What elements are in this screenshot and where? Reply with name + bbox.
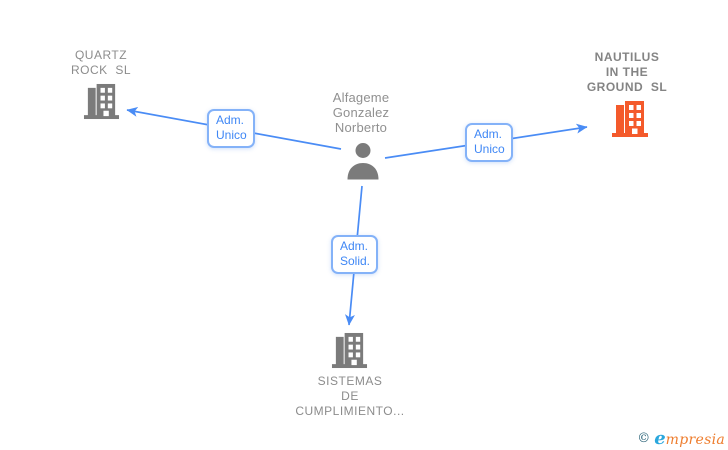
empresia-watermark: ©empresia [637,430,725,448]
building-icon-quartz[interactable] [83,83,120,125]
node-label-nautilus-in-the-ground-sl[interactable]: NAUTILUS IN THE GROUND SL [586,50,668,94]
edge-label-adm-unico-nautilus: Adm. Unico [465,123,513,162]
node-label-quartz-rock-sl[interactable]: QUARTZ ROCK SL [70,48,131,77]
building-icon-nautilus[interactable] [611,100,649,143]
node-label-person-alfageme-gonzalez-norberto[interactable]: Alfageme Gonzalez Norberto [332,90,390,135]
building-icon-sistemas[interactable] [331,332,368,374]
edge-label-adm-unico-quartz: Adm. Unico [207,109,255,148]
node-label-sistemas-de-cumplimiento[interactable]: SISTEMAS DE CUMPLIMIENTO... [295,374,405,418]
edge-label-adm-solid-sistemas: Adm. Solid. [331,235,379,274]
person-icon[interactable] [345,142,381,185]
empresia-logo-e: e [654,428,666,449]
empresia-logo-text: mpresia [665,432,725,448]
copyright-icon: © [637,431,651,446]
